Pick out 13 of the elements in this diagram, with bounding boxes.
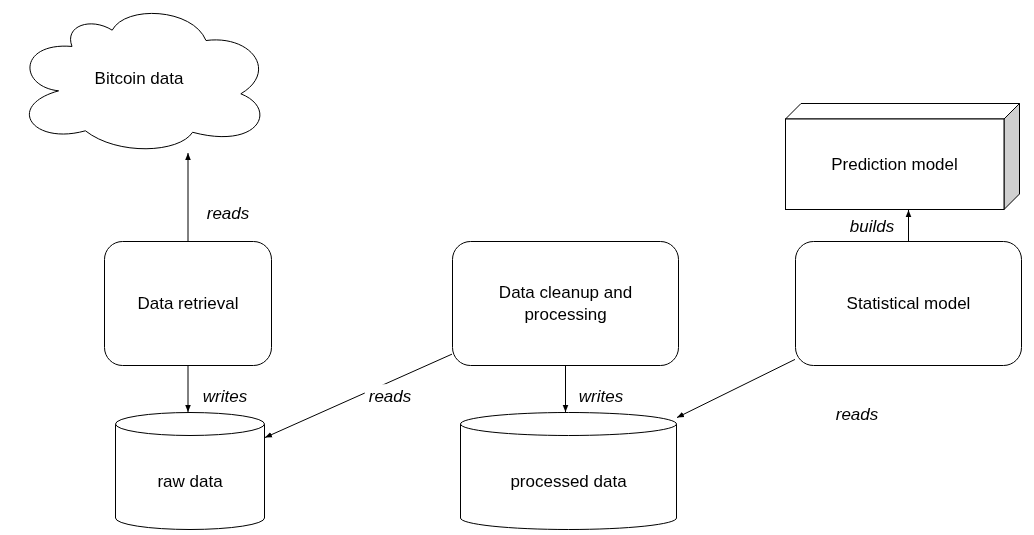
arrow	[264, 353, 453, 439]
arrow	[185, 365, 191, 413]
node-text: Statistical model	[846, 292, 971, 315]
arrow	[562, 365, 569, 413]
node-text: Bitcoin data	[94, 68, 184, 90]
arrow	[676, 358, 796, 419]
node-text: Data retrieval	[137, 292, 239, 315]
node-text: raw data	[157, 471, 223, 493]
arrow	[905, 209, 912, 242]
node-text: Data cleanup and processing	[497, 281, 634, 326]
node-text: Prediction model	[831, 153, 958, 176]
arrow	[185, 152, 191, 242]
node-text: processed data	[510, 471, 627, 493]
